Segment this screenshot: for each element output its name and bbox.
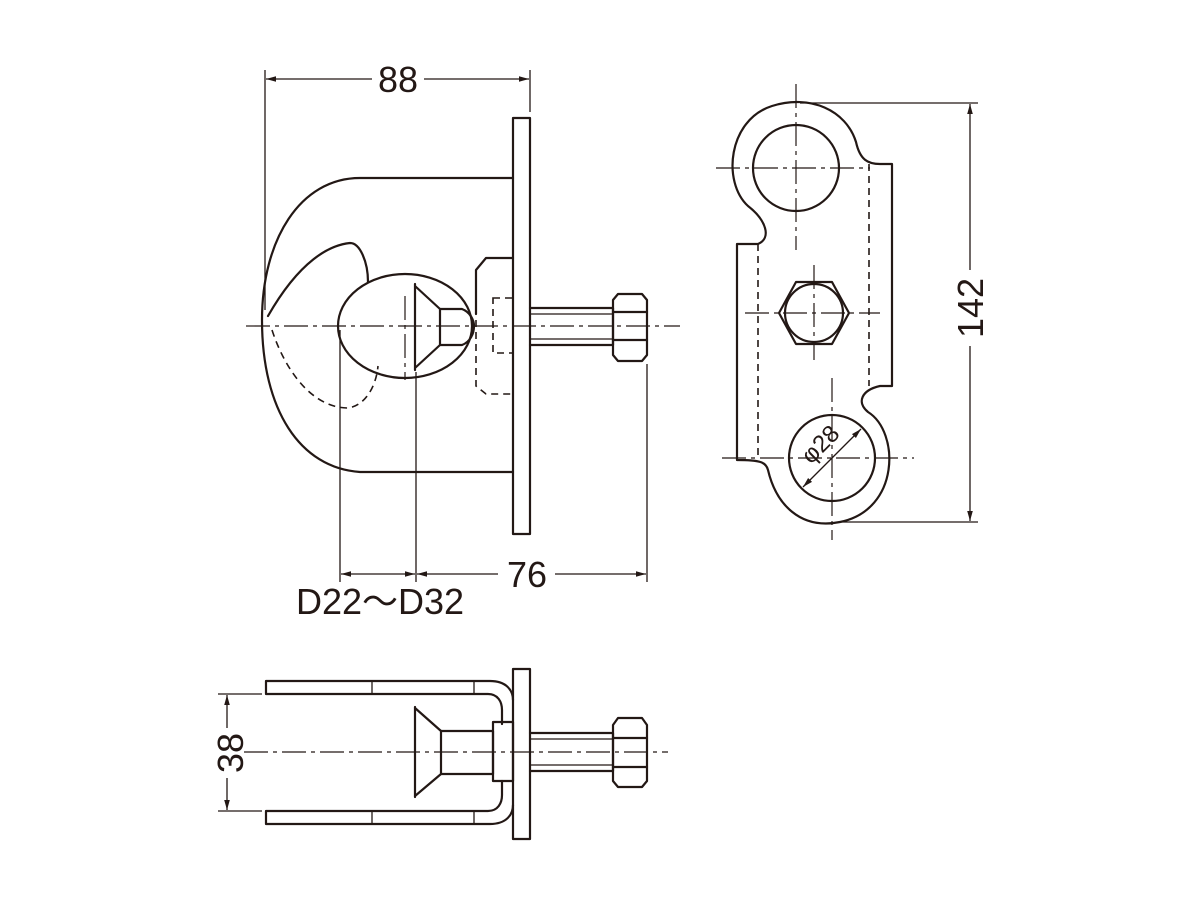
front-outline [731, 101, 894, 525]
top-plate [511, 667, 532, 841]
front-hex-nut [777, 280, 851, 346]
pressure-pad [413, 282, 442, 372]
hook-outer [260, 176, 515, 474]
guide-bracket-hidden [475, 320, 513, 395]
pad-shank [438, 307, 476, 347]
hook-hidden-curve [271, 329, 379, 409]
dim-88-label: 88 [378, 59, 418, 100]
top-hex-nut [611, 716, 649, 789]
dim-phi28-label: φ28 [796, 420, 845, 469]
upper-arm [264, 679, 515, 726]
top-view: 38 [210, 667, 668, 841]
lower-arm [264, 779, 515, 826]
rebar-range-label: D22～D32 [296, 581, 464, 622]
dim-142-label: 142 [950, 278, 991, 338]
dim-76-label: 76 [507, 554, 547, 595]
side-view: 88 76 D22～D32 [246, 59, 680, 622]
hex-nut [611, 292, 649, 363]
front-view: φ28 142 [716, 84, 991, 540]
hook-inner [266, 241, 370, 318]
dim-38-label: 38 [210, 733, 251, 773]
dim-line-phi28 [802, 428, 862, 488]
guide-bracket [474, 256, 515, 316]
